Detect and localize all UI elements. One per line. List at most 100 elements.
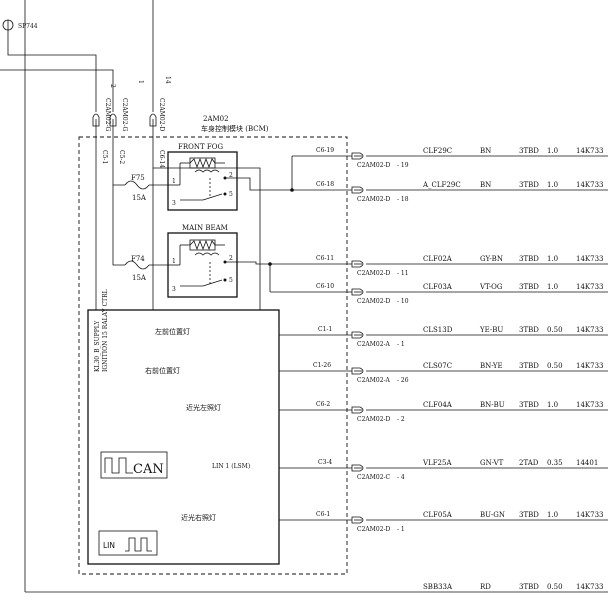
- function-label: 右前位置灯: [145, 366, 180, 375]
- wire-color: BN: [480, 181, 491, 189]
- connector-label: C2AM02-C: [357, 474, 391, 481]
- pin-label: C6-19: [316, 147, 334, 154]
- harness-code: 14K733: [576, 401, 604, 409]
- module-code: 2AM02: [203, 115, 229, 123]
- relay-label: MAIN BEAM: [182, 224, 228, 232]
- relay-main-beam: MAIN BEAM 1 2 3 5: [167, 224, 238, 298]
- bottom-wire-type: 3TBD: [519, 583, 539, 591]
- connector-icon: [351, 288, 364, 296]
- circuit-label: CLF03A: [423, 283, 453, 291]
- svg-text:1: 1: [137, 80, 144, 84]
- ctrl-label-1: KL30_B_SUPPLY: [94, 320, 101, 372]
- connector-label: C2AM02-A: [357, 377, 391, 384]
- circuit-label: CLS07C: [423, 362, 452, 370]
- wire-size: 1.0: [547, 181, 558, 189]
- connector-pos: - 19: [397, 162, 409, 169]
- svg-text:C2AM02-G: C2AM02-G: [104, 98, 111, 132]
- top-connector-1: 2 C2AM02-G: [92, 84, 116, 132]
- top-connector-3: 14 C2AM02-D: [149, 76, 171, 132]
- fog-output-wire: [225, 177, 292, 191]
- harness-code: 14K733: [576, 147, 604, 155]
- relay-label: FRONT FOG: [178, 143, 223, 151]
- pin-label: C6-11: [316, 255, 334, 262]
- svg-text:5: 5: [229, 277, 233, 284]
- wire-size: 0.50: [547, 326, 563, 334]
- can-icon: CAN: [100, 451, 168, 479]
- wire-color: GY-BN: [480, 255, 503, 263]
- wire-color: YE-BU: [479, 326, 503, 334]
- circuit-label: A_CLF29C: [422, 181, 461, 189]
- fuse-f75: F75 15A: [124, 174, 168, 202]
- svg-text:5: 5: [229, 191, 233, 198]
- module-name: 车身控制模块 (BCM): [201, 124, 269, 133]
- svg-text:14: 14: [164, 76, 171, 84]
- internal-pin-3: C6-14: [158, 150, 165, 168]
- circuit-label: CLS13D: [423, 326, 453, 334]
- wire-type: 3TBD: [519, 181, 539, 189]
- wire-color: BU-GN: [480, 511, 505, 519]
- harness-code: 14401: [576, 459, 598, 467]
- connector-pos: - 18: [397, 196, 409, 203]
- svg-text:2: 2: [229, 255, 233, 262]
- function-label: 近光右照灯: [181, 513, 216, 522]
- connector-label: C2AM02-D: [357, 416, 391, 423]
- supply-wire-2: [0, 69, 114, 112]
- wire-type: 3TBD: [519, 147, 539, 155]
- circuit-label: CLF04A: [423, 401, 453, 409]
- wire-type: 3TBD: [519, 362, 539, 370]
- internal-pin-1: C5-1: [101, 150, 108, 164]
- connector-icon: [351, 331, 364, 339]
- harness-code: 14K733: [576, 511, 604, 519]
- harness-code: 14K733: [576, 326, 604, 334]
- wire-size: 1.0: [547, 283, 558, 291]
- bottom-harness: 14K733: [576, 583, 604, 591]
- lin-icon: LIN: [98, 530, 158, 556]
- connector-pos: - 1: [397, 526, 405, 533]
- bottom-wire-labels: SBB33A RD 3TBD 0.50 14K733: [423, 583, 604, 591]
- function-label: LIN 1 (LSM): [212, 463, 250, 470]
- connector-pos: - 1: [397, 341, 405, 348]
- bottom-size: 0.50: [547, 583, 563, 591]
- circuit-label: VLF25A: [422, 459, 452, 467]
- connector-icon: [351, 367, 364, 375]
- svg-text:1: 1: [172, 258, 176, 265]
- connector-label: C2AM02-D: [357, 196, 391, 203]
- pin-label: C6-1: [316, 511, 330, 518]
- svg-text:2: 2: [229, 172, 233, 179]
- wire-size: 1.0: [547, 401, 558, 409]
- internal-pin-2: C5-2: [118, 150, 125, 164]
- top-connector-2: 1 C2AM02-G: [109, 80, 144, 132]
- beam-output-wire: [225, 261, 270, 265]
- connector-label: C2AM02-D: [357, 270, 391, 277]
- control-block: [87, 309, 280, 565]
- function-label: 近光左照灯: [186, 403, 221, 412]
- circuit-label: CLF02A: [423, 255, 453, 263]
- bcm-boundary: [78, 136, 348, 575]
- wire-size: 1.0: [547, 147, 558, 155]
- pin-label: C3-4: [318, 459, 332, 466]
- wire-color: VT-OG: [479, 283, 503, 291]
- harness-code: 14K733: [576, 362, 604, 370]
- wire-color: BN-BU: [480, 401, 505, 409]
- harness-code: 14K733: [576, 181, 604, 189]
- connector-pos: - 11: [397, 270, 409, 277]
- wire-size: 0.50: [547, 362, 563, 370]
- wire-type: 3TBD: [519, 255, 539, 263]
- wire-type: 3TBD: [519, 401, 539, 409]
- pin-label: C1-26: [313, 362, 331, 369]
- circuit-label: CLF05A: [423, 511, 453, 519]
- svg-text:15A: 15A: [132, 274, 147, 282]
- wire-type: 3TBD: [519, 511, 539, 519]
- wire-size: 1.0: [547, 511, 558, 519]
- supply-wire-1: [7, 30, 97, 112]
